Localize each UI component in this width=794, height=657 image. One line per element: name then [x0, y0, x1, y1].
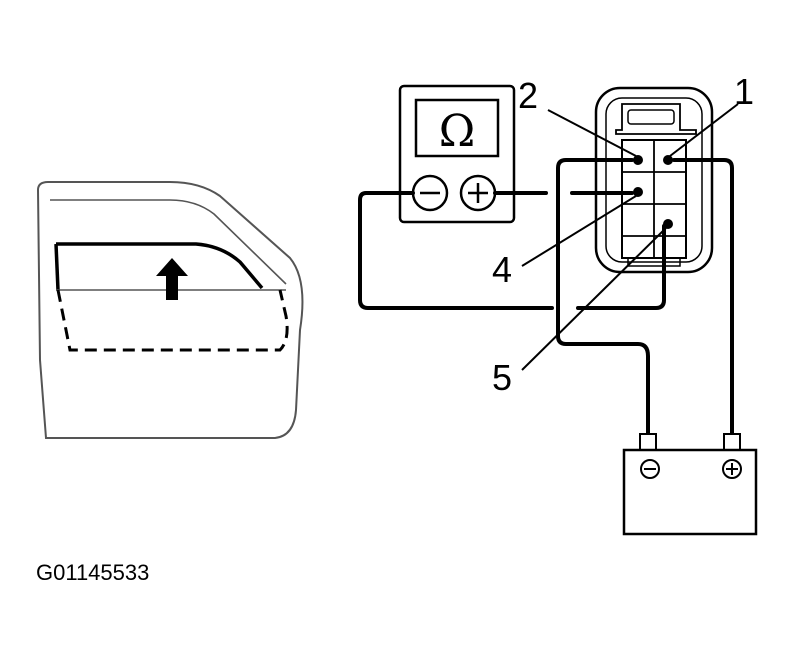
- battery: [622, 433, 758, 536]
- leader-line-1: [669, 103, 739, 157]
- connector-lock-slot: [627, 109, 675, 125]
- window-up-arrow-icon: [156, 258, 188, 300]
- figure-id: G01145533: [36, 560, 149, 585]
- battery-positive-to-terminal-1-wire: [672, 158, 734, 438]
- window-glass-left-edge: [54, 243, 60, 291]
- callout-1: 1: [734, 71, 754, 112]
- door-window-frame: [50, 199, 287, 285]
- switch-connector: [594, 86, 714, 274]
- battery-negative-to-terminal-2-wire: [556, 158, 650, 438]
- window-glass-top-edge: [56, 242, 264, 290]
- door-outline: [36, 181, 304, 439]
- battery-positive-post: [723, 433, 741, 451]
- battery-positive-terminal-icon: [722, 459, 742, 479]
- callout-4: 4: [492, 249, 512, 290]
- ohmmeter-display: [414, 98, 500, 158]
- leader-line-2: [547, 109, 637, 157]
- battery-negative-terminal-icon: [640, 459, 660, 479]
- leader-lines: [521, 103, 739, 371]
- terminal-1-pin: [663, 155, 673, 165]
- terminal-2-pin: [633, 155, 643, 165]
- connector-housing-inner: [605, 97, 703, 263]
- ohmmeter-negative-terminal: [411, 174, 449, 212]
- connector-lock-tab: [615, 103, 697, 135]
- ohmmeter: Ω: [398, 84, 516, 224]
- leader-line-4: [521, 195, 637, 267]
- door-illustration: [36, 181, 304, 439]
- ohm-symbol: Ω: [439, 106, 475, 157]
- window-glass-hidden-outline: [56, 289, 289, 352]
- callout-2: 2: [518, 75, 538, 116]
- terminal-4-pin: [633, 187, 643, 197]
- leader-line-5: [521, 227, 667, 371]
- battery-negative-post: [639, 433, 657, 451]
- wiring: [358, 158, 734, 438]
- meter-negative-to-terminal-5-wire: [358, 191, 666, 310]
- ohmmeter-positive-terminal: [459, 174, 497, 212]
- callout-5: 5: [492, 357, 512, 398]
